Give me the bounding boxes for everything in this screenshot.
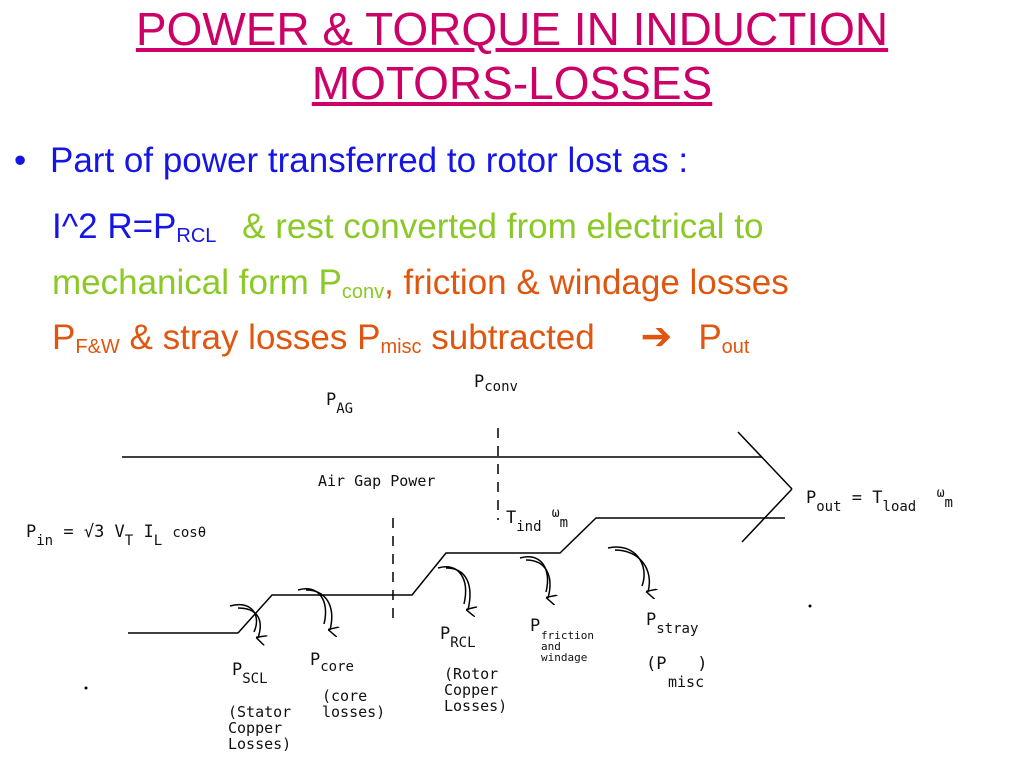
air-gap-power-label: Air Gap Power xyxy=(318,472,436,490)
title-line-1: POWER & TORQUE IN INDUCTION xyxy=(135,3,889,55)
pfw-text: P xyxy=(52,318,76,357)
pin-equation-label: Pin = √3 VT IL cosθ xyxy=(26,522,207,550)
title-line-2: MOTORS-LOSSES xyxy=(311,57,713,109)
bullet-text-1: Part of power transferred to rotor lost … xyxy=(50,141,689,180)
fw-loss-curve-2 xyxy=(519,556,549,593)
core-loss-curve-2 xyxy=(297,588,327,625)
fw-subscript: F&W xyxy=(75,336,120,358)
pmisc-subscript: misc xyxy=(668,673,705,691)
pfw-label: P xyxy=(530,616,541,636)
tind-omega-label: Tind ωm xyxy=(506,506,569,535)
rcl-subscript: RCL xyxy=(176,225,217,247)
rest-converted-text: & rest converted from electrical to xyxy=(242,207,764,246)
stray-losses-text: & stray losses P xyxy=(129,318,381,357)
power-flow-svg xyxy=(84,428,812,690)
pout-text: P xyxy=(698,318,722,357)
bullet-line-1: • Part of power transferred to rotor lost… xyxy=(14,140,1014,182)
right-arrow-icon: ➔ xyxy=(640,316,673,358)
pconv-label: Pconv xyxy=(474,372,518,396)
rcl-loss-curve-2 xyxy=(437,566,467,605)
pmisc-label: (P ) xyxy=(646,654,708,674)
dot-mark-right xyxy=(808,604,812,608)
pout-equation-label: Pout = Tload ωm xyxy=(806,486,953,515)
bullet-line-2: I^2 R=PRCL & rest converted from electri… xyxy=(52,206,1024,257)
stray-loss-curve-2 xyxy=(607,546,645,587)
prcl-label: PRCL xyxy=(440,624,476,652)
bullet-dot: • xyxy=(14,141,27,180)
scl-loss-curve xyxy=(237,607,260,638)
fw-loss-curve xyxy=(525,559,550,598)
pag-label: PAG xyxy=(326,390,354,418)
bullet-line-3: mechanical form Pconv, friction & windag… xyxy=(52,262,1024,313)
pstray-label: Pstray xyxy=(646,610,699,638)
conv-subscript: conv xyxy=(341,281,385,303)
pscl-label: PSCL xyxy=(232,660,268,688)
power-flow-diagram: PAG Pconv Air Gap Power Tind ωm Pout = T… xyxy=(0,370,1024,768)
pcore-label: Pcore xyxy=(310,650,354,676)
comma-text: , xyxy=(384,263,394,302)
dot-mark-left xyxy=(84,686,88,690)
mechanical-form-text: mechanical form P xyxy=(52,263,342,302)
out-subscript: out xyxy=(721,336,750,358)
misc-subscript: misc xyxy=(380,336,422,358)
friction-windage-text: friction & windage losses xyxy=(403,263,789,302)
output-arrow-upper xyxy=(737,431,793,490)
subtracted-text: subtracted xyxy=(431,318,595,357)
stray-loss-curve xyxy=(614,549,649,592)
slide-title: POWER & TORQUE IN INDUCTION MOTORS-LOSSE… xyxy=(0,2,1024,110)
rotor-copper-loss-text: I^2 R=P xyxy=(52,207,177,246)
core-loss-curve xyxy=(305,589,332,630)
rcl-loss-curve xyxy=(445,567,470,610)
scl-loss-curve-2 xyxy=(229,603,258,633)
power-flow-staircase xyxy=(237,517,785,634)
output-arrow-lower xyxy=(741,488,793,543)
bullet-line-4: PF&W & stray losses Pmisc subtracted ➔Po… xyxy=(52,316,1024,368)
